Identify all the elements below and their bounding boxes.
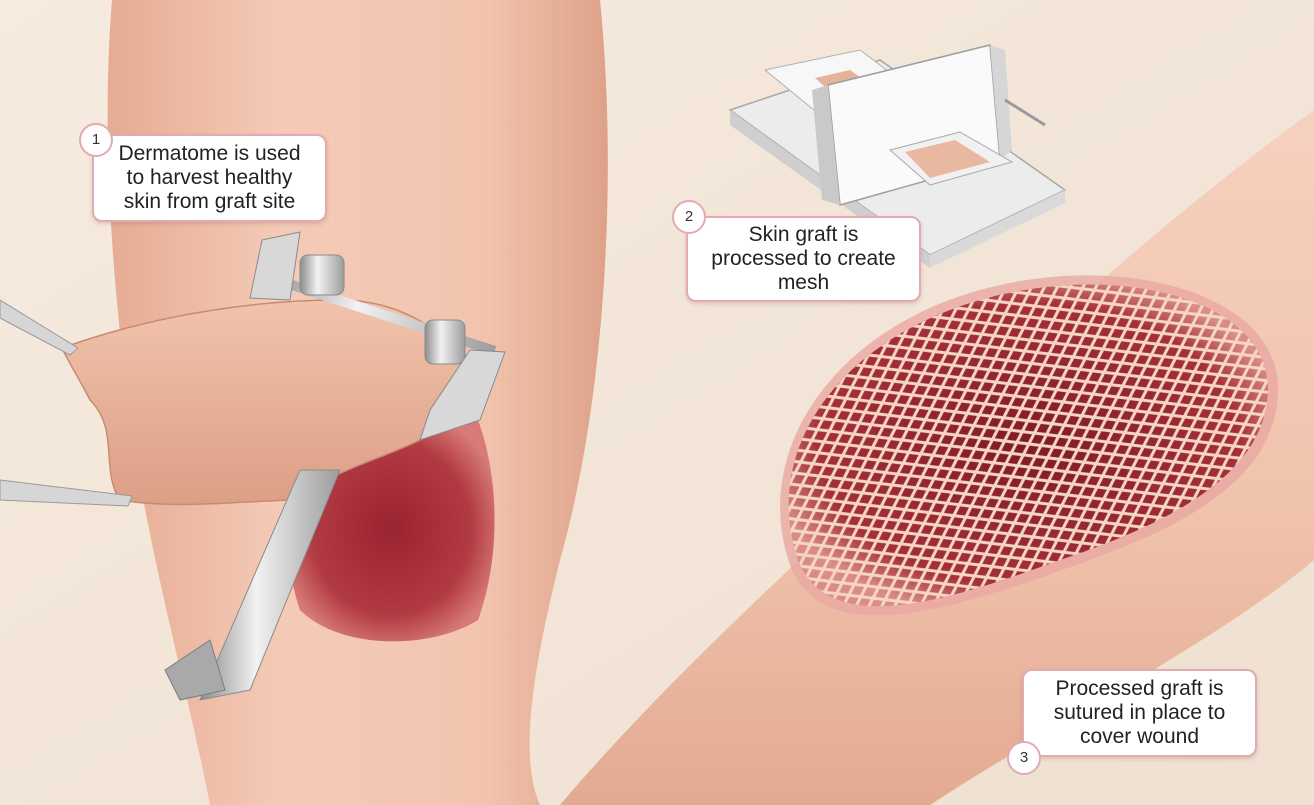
step-1-number-badge: 1 [79, 123, 113, 157]
step-3-number-badge: 3 [1007, 741, 1041, 775]
step-2-number-badge: 2 [672, 200, 706, 234]
step-2-callout: Skin graft is processed to create mesh [686, 216, 921, 302]
step-3-callout: Processed graft is sutured in place to c… [1022, 669, 1257, 757]
step-1-callout: Dermatome is used to harvest healthy ski… [92, 134, 327, 222]
